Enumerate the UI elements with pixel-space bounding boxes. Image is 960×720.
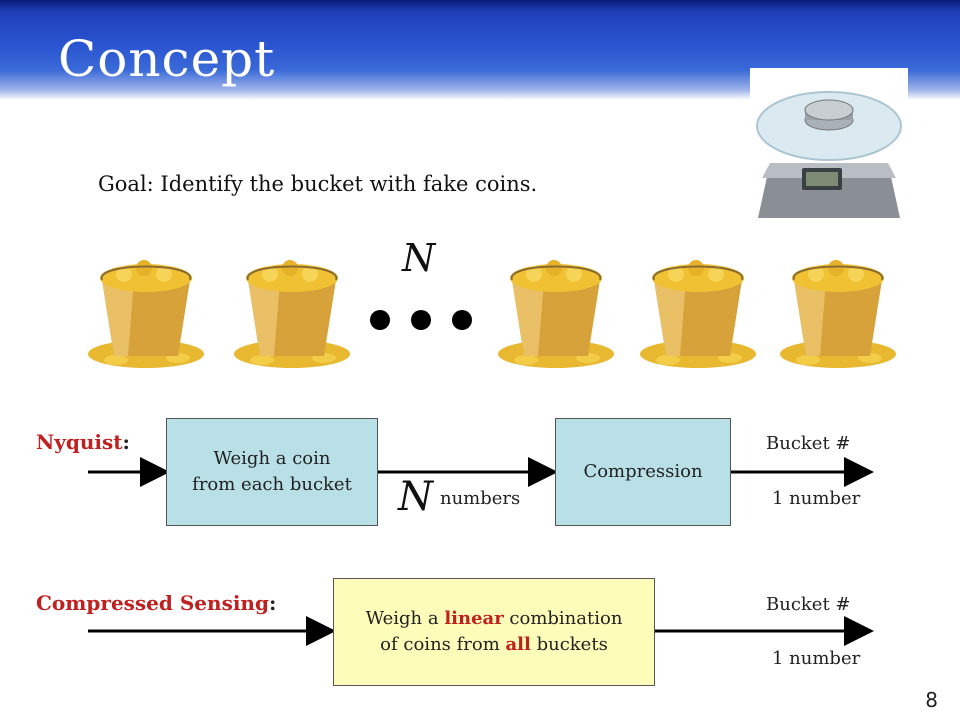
weigh-each-line2: from each bucket	[192, 474, 352, 495]
nyquist-one-number: 1 number	[772, 488, 861, 509]
all-emphasis: all	[505, 634, 531, 655]
slide-title: Concept	[58, 30, 276, 88]
weigh-each-line1: Weigh a coin	[213, 447, 331, 469]
cs-bucket-label: Bucket #	[766, 594, 851, 615]
coin-bucket-icon	[780, 260, 896, 368]
nyquist-bucket-label: Bucket #	[766, 433, 851, 454]
compressed-sensing-label: Compressed Sensing:	[36, 591, 277, 615]
n-symbol-numbers: N	[398, 474, 433, 520]
coin-bucket-icon	[498, 260, 614, 368]
coin-bucket-icon	[640, 260, 756, 368]
nyquist-label: Nyquist:	[36, 430, 130, 454]
compression-box: Compression	[555, 418, 731, 526]
cs-one-number: 1 number	[772, 648, 861, 669]
coin-bucket-icon	[234, 260, 350, 368]
coin-bucket-icon	[88, 260, 204, 368]
ellipsis-dots	[370, 310, 472, 330]
linear-emphasis: linear	[444, 607, 504, 629]
weigh-each-box: Weigh a coin from each bucket	[166, 418, 378, 526]
n-symbol-top: N	[402, 236, 436, 280]
compression-label: Compression	[583, 460, 703, 482]
numbers-label: numbers	[440, 488, 521, 509]
weigh-linear-box: Weigh a linear combination of coins from…	[333, 578, 655, 686]
kitchen-scale-image	[750, 68, 908, 230]
goal-text: Goal: Identify the bucket with fake coin…	[98, 172, 538, 196]
page-number: 8	[925, 688, 938, 712]
